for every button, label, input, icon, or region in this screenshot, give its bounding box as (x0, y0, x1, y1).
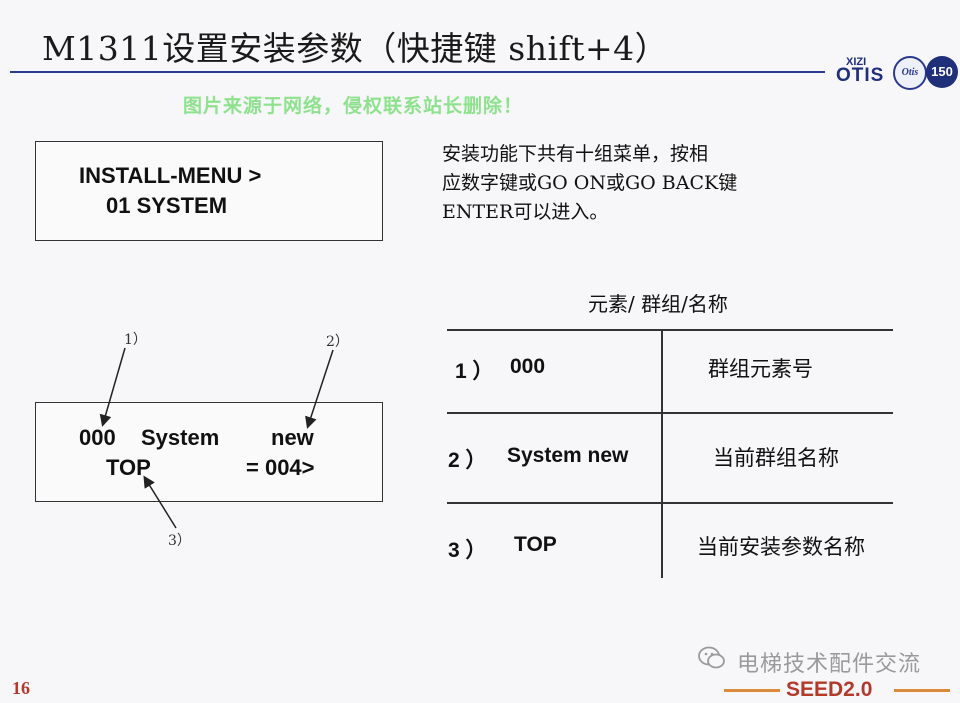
watermark-text: 图片来源于网络，侵权联系站长删除！ (183, 95, 524, 117)
lcd-group-name: System (141, 425, 220, 450)
table-row-1-num: 1 ） (455, 360, 494, 383)
table-divider (661, 329, 663, 578)
callout-1: 1） (124, 332, 147, 348)
wechat-icon (698, 646, 725, 669)
description-line-3: ENTER可以进入。 (442, 201, 609, 223)
callout-2-arrow (305, 349, 334, 429)
callout-3: 3） (168, 533, 191, 549)
table-row-2-meaning: 当前群组名称 (713, 446, 839, 470)
description: 安装功能下共有十组菜单，按相 应数字键或GO ON或GO BACK键 ENTER… (442, 140, 802, 227)
callout-2: 2） (326, 334, 349, 350)
callout-1-arrow (99, 347, 126, 427)
table-row-2-term: System new (507, 444, 629, 467)
table-row-3-num: 3 ） (448, 539, 487, 562)
table-row-3-term: TOP (514, 533, 557, 556)
logo-otis: OTIS (836, 65, 885, 86)
description-line-1: 安装功能下共有十组菜单，按相 (442, 143, 709, 165)
table-row-1-term: 000 (510, 355, 546, 378)
seed-rule-left (724, 689, 780, 692)
title-rule (10, 71, 825, 73)
table-row-2-num: 2 ） (448, 449, 487, 472)
lcd-system-params: 000 System new TOP = 004> (35, 402, 383, 502)
lcd-new-label: new (271, 425, 314, 450)
lcd-param-name: TOP (106, 455, 151, 480)
table-row-1-meaning: 群组元素号 (708, 357, 813, 381)
lcd-param-value: = 004> (246, 455, 315, 480)
seed-rule-right (894, 689, 950, 692)
lcd-line-2: 01 SYSTEM (106, 193, 228, 218)
table-rule-top (447, 329, 893, 331)
table-row-3-meaning: 当前安装参数名称 (697, 535, 865, 559)
page-number: 16 (12, 678, 30, 698)
page-title: M1311设置安装参数（快捷键 shift+4） (42, 29, 669, 68)
table-rule-2 (447, 412, 893, 414)
seed-label: SEED2.0 (786, 678, 873, 701)
lcd-element-id: 000 (79, 425, 116, 450)
lcd-line-1: INSTALL-MENU > (79, 163, 262, 188)
lcd-install-menu: INSTALL-MENU > 01 SYSTEM (35, 141, 383, 241)
footer-brand: 电梯技术配件交流 (737, 652, 922, 677)
callout-3-arrow (143, 475, 177, 529)
description-line-2: 应数字键或GO ON或GO BACK键 (442, 172, 738, 194)
logo-xizi: XIZI (846, 56, 867, 68)
anniversary-badge-icon: 150 (926, 56, 958, 88)
table-header: 元素/ 群组/名称 (588, 292, 728, 316)
table-rule-3 (447, 502, 893, 504)
